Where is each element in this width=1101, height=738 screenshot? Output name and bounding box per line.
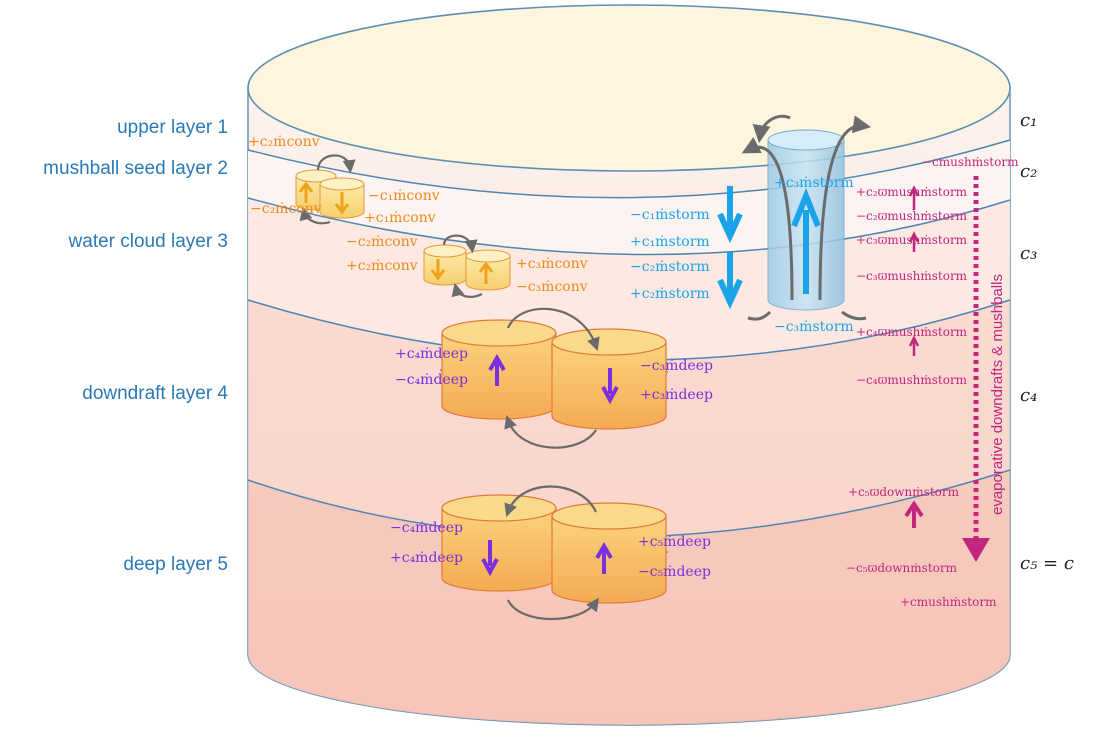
mush-term: +cmushṁstorm (900, 595, 997, 609)
curved-arrow-icon (841, 310, 867, 321)
cylinder-top (247, 4, 1011, 172)
storm-updraft-column (741, 114, 872, 321)
curved-arrow-icon (299, 206, 331, 225)
storm-term: −c₁ṁstorm (630, 207, 710, 223)
storm-term: −c₂ṁstorm (630, 259, 710, 275)
updraft-arrow-icon (791, 187, 821, 294)
down-arrow-icon (481, 540, 499, 577)
boundary-2-3 (247, 197, 1011, 256)
conv-term: +c₃ṁconv (516, 256, 588, 272)
storm-term: +c₂ṁstorm (630, 286, 710, 302)
storm-terms: −c₁ṁstorm +c₁ṁstorm −c₂ṁstorm +c₂ṁstorm … (630, 175, 854, 335)
deep-term: −c₄ṁdeep (390, 520, 463, 536)
curved-arrow-icon (747, 310, 772, 321)
deep-term: +c₄ṁdeep (390, 550, 463, 566)
storm-term: +c₃ṁstorm (774, 175, 854, 191)
curved-arrow-icon (316, 154, 356, 174)
vertical-mushball-label: evaporative downdrafts & mushballs (989, 274, 1006, 515)
mush-up-arrow-icon (908, 185, 920, 210)
coeff-c2: c₂ (1020, 161, 1037, 182)
deep-term: +c₅ṁdeep (638, 534, 711, 550)
deep-terms: +c₄ṁdeep −c₄ṁdeep −c₃ṁdeep +c₃ṁdeep −c₄ṁ… (390, 346, 713, 580)
curved-arrow-icon (741, 137, 794, 301)
mush-term: −cmushṁstorm (922, 155, 1019, 169)
deep-term: +c₃ṁdeep (640, 387, 713, 403)
large-cylinder (441, 494, 557, 592)
mush-terms: −cmushṁstorm +c₂ϖmushṁstorm −c₂ϖmushṁsto… (846, 155, 1019, 609)
storm-down-arrow-icon (717, 186, 743, 244)
mush-term: +c₂ϖmushṁstorm (856, 185, 968, 199)
mush-term: +c₃ϖmushṁstorm (856, 233, 968, 247)
layer-5-label: deep layer 5 (123, 554, 228, 575)
layer4-convection-cells (441, 307, 667, 449)
coeff-c1: c₁ (1020, 110, 1037, 131)
curved-arrow-icon (442, 234, 478, 254)
curved-arrow-icon (451, 282, 483, 298)
down-arrow-icon (430, 259, 446, 281)
conv-terms: +c₂ṁconv −c₁ṁconv −c₂ṁconv +c₁ṁconv −c₂ṁ… (248, 134, 588, 295)
mush-up-arrow-icon (908, 231, 920, 252)
coeff-c4: c₄ (1020, 385, 1037, 406)
down-arrow-icon (601, 368, 619, 405)
conv-term: +c₁ṁconv (364, 210, 436, 226)
deep-term: −c₅ṁdeep (638, 564, 711, 580)
mush-up-arrow-icon (908, 335, 920, 356)
layer-1-label: upper layer 1 (117, 117, 228, 138)
conv-term: −c₁ṁconv (368, 188, 440, 204)
mush-term: +c₅ϖdownṁstorm (848, 485, 960, 499)
coeff-c3: c₃ (1020, 243, 1037, 264)
coeff-c5: c₅ = c (1020, 553, 1074, 574)
layer3-convection-cells (423, 234, 511, 298)
mush-term: +c₄ϖmushṁstorm (856, 325, 968, 339)
up-arrow-icon (595, 542, 613, 574)
curved-arrow-icon (506, 307, 600, 351)
curved-arrow-icon (504, 415, 597, 449)
conv-term: +c₂ṁconv (346, 258, 418, 274)
storm-term: +c₁ṁstorm (630, 234, 710, 250)
small-cylinder (465, 249, 511, 291)
curved-arrow-icon (507, 597, 600, 621)
down-arrow-icon (334, 192, 350, 215)
conv-term: +c₂ṁconv (248, 134, 320, 150)
up-arrow-icon (298, 181, 314, 203)
storm-term: −c₃ṁstorm (774, 319, 854, 335)
layer-2-label: mushball seed layer 2 (43, 158, 228, 179)
up-arrow-icon (488, 354, 506, 386)
small-cylinder (423, 244, 467, 286)
layer-3-label: water cloud layer 3 (68, 231, 228, 252)
curved-arrow-icon (504, 485, 597, 517)
conv-term: −c₂ṁconv (346, 234, 418, 250)
mush-up-arrow-icon (904, 500, 924, 528)
curved-arrow-icon (818, 115, 872, 301)
conv-term: −c₂ṁconv (250, 201, 322, 217)
boundary-1-2 (247, 139, 1011, 199)
layer5-convection-cells (441, 485, 667, 621)
deep-term: +c₄ṁdeep (395, 346, 468, 362)
conv-term: −c₃ṁconv (516, 279, 588, 295)
curved-arrow-icon (752, 114, 791, 144)
up-arrow-icon (478, 261, 494, 284)
storm-down-arrow-icon (717, 252, 743, 310)
mush-term: −c₃ϖmushṁstorm (856, 269, 968, 283)
layer-4-label: downdraft layer 4 (82, 383, 228, 404)
deep-term: −c₃ṁdeep (640, 358, 713, 374)
mush-term: −c₅ϖdownṁstorm (846, 561, 958, 575)
deep-term: −c₄ṁdeep (395, 372, 468, 388)
large-cylinder (551, 502, 667, 604)
mushball-arrowhead-icon (962, 538, 990, 562)
mush-term: −c₂ϖmushṁstorm (856, 209, 968, 223)
mush-term: −c₄ϖmushṁstorm (856, 373, 968, 387)
layer2-convection-cells (295, 154, 365, 225)
